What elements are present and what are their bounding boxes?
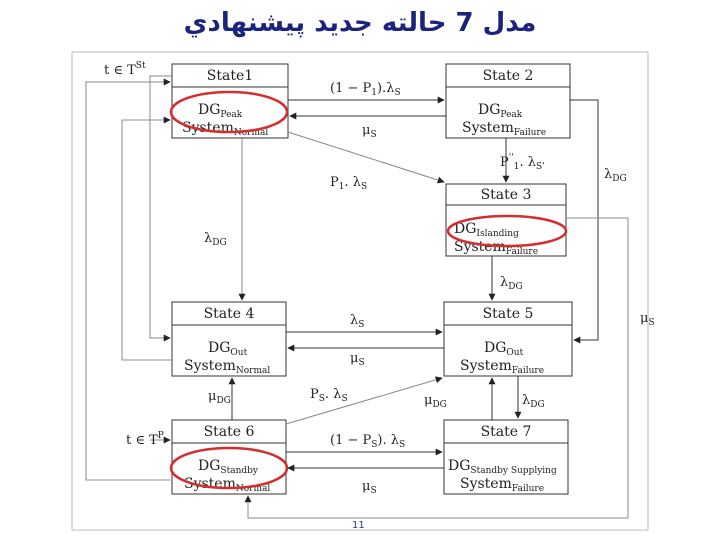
state-name: State 6 [204, 424, 255, 440]
state-box-2: State 2 DGPeak SystemFailure [445, 63, 571, 139]
arrow-s2-s5 [570, 99, 599, 344]
state-dg: DGOut [208, 340, 248, 358]
state-name: State 7 [481, 424, 532, 440]
state-box-6: State 6 DGStandby SystemNormal [171, 419, 287, 495]
label-s7-s6: μS [362, 479, 377, 496]
label-s6-s4: μDG [208, 389, 231, 406]
arrow-s1-s4-left [149, 75, 172, 342]
state-dg: DGPeak [198, 102, 243, 120]
state-system: SystemFailure [460, 358, 544, 376]
highlight-ellipse-state3 [446, 214, 568, 248]
label-s6-s7: (1 − PS). λS [330, 433, 405, 450]
state-dg: DGIslanding [454, 221, 519, 239]
state-name: State 4 [204, 306, 255, 322]
state-system: SystemNormal [184, 358, 270, 376]
arrow-s5-s6-return [244, 217, 629, 519]
label-s2-s3: P''1. λS' [500, 153, 545, 172]
state-name: State 5 [483, 306, 534, 322]
state-system: SystemFailure [462, 120, 546, 138]
diagram-frame [71, 51, 649, 531]
transition-labels: t ∈ TSt t ∈ TP (1 − P1).λS μS P1. λS P''… [104, 61, 655, 496]
arrow-s6-s1-left [85, 78, 171, 481]
label-s7-s5: μDG [424, 393, 447, 410]
label-t-p: t ∈ TP [126, 431, 164, 448]
highlight-ellipse-state6 [169, 446, 289, 490]
label-t-st: t ∈ TSt [104, 61, 146, 78]
state-box-7: State 7 DGStandby Supplying SystemFailur… [443, 419, 569, 495]
state-name: State 3 [481, 187, 532, 203]
state-dg: DGStandby Supplying [448, 458, 557, 476]
label-s2-s5: λDG [604, 167, 627, 184]
label-s1-s3: P1. λS [330, 175, 367, 192]
label-s5-s4: μS [350, 351, 365, 368]
page-number: 11 [352, 520, 365, 531]
state-name: State 2 [483, 68, 534, 84]
state-system: SystemFailure [460, 476, 544, 494]
label-s1-s2: (1 − P1).λS [330, 81, 401, 98]
arrow-s6-s5 [285, 376, 443, 425]
label-s3-s5: λDG [500, 275, 523, 292]
label-right-return: μS [640, 311, 655, 328]
highlight-ellipse-state1 [169, 90, 289, 134]
arrow-s1-s3 [287, 131, 445, 184]
state-name: State1 [207, 68, 253, 84]
label-s6-s5: PS. λS [310, 387, 348, 404]
state-dg: DGStandby [198, 458, 259, 476]
label-s2-s1: μS [362, 123, 377, 140]
state-box-5: State 5 DGOut SystemFailure [443, 301, 573, 377]
label-s1-s4: λDG [204, 231, 227, 248]
label-s5-s7: λDG [522, 393, 545, 410]
state-dg: DGPeak [478, 102, 523, 120]
arrow-s4-s1-left [121, 116, 172, 361]
slide-title: مدل 7 حالته جديد پيشنهادي [183, 8, 537, 38]
state-dg: DGOut [484, 340, 524, 358]
state-box-4: State 4 DGOut SystemNormal [171, 301, 287, 377]
label-s4-s5: λS [350, 313, 364, 330]
